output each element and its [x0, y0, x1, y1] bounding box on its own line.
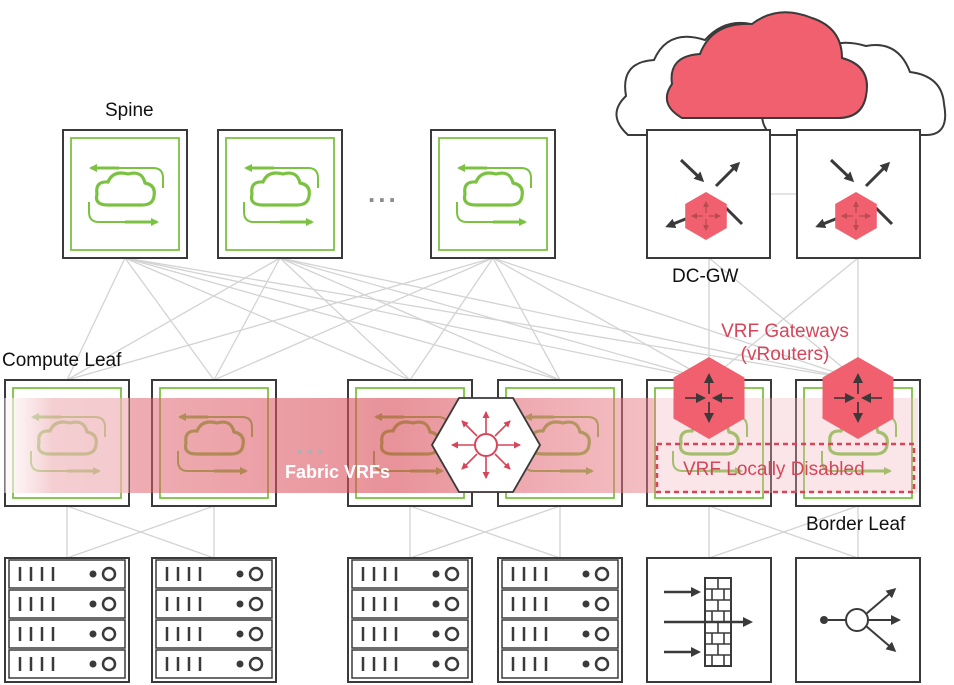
server-rack: [497, 557, 623, 683]
spine-switch: [217, 129, 343, 259]
cloud-icon: [615, 11, 947, 136]
load-balancer-icon: [795, 557, 921, 683]
vrf-locally-disabled-label: VRF Locally Disabled: [683, 459, 865, 480]
server-rack: [4, 557, 130, 683]
fade-overlay: [5, 398, 129, 493]
spine-label: Spine: [105, 100, 154, 121]
spine-switch: [430, 129, 556, 259]
dc-gw-label: DC-GW: [672, 266, 739, 287]
vrf-gateways-line1: VRF Gateways: [721, 321, 849, 342]
vrf-gateways-label: VRF Gateways (vRouters): [700, 320, 870, 366]
leaf-endpoint-links: [66, 505, 859, 559]
vrf-disabled-box: [655, 442, 916, 494]
firewall-icon: [646, 557, 772, 683]
dc-gw-router: [796, 129, 921, 259]
spine-switch: [62, 129, 188, 259]
fabric-vrfs-label: Fabric VRFs: [285, 462, 391, 482]
dc-gw-router: [646, 129, 771, 259]
border-leaf-label: Border Leaf: [806, 514, 906, 535]
vrf-gateways-line2: (vRouters): [740, 344, 830, 365]
spine-ellipsis: ...: [368, 178, 399, 208]
compute-leaf-label: Compute Leaf: [2, 350, 122, 371]
server-rack: [347, 557, 473, 683]
server-rack: [151, 557, 277, 683]
spine-leaf-links: [66, 257, 859, 381]
vrf-hub-icon: [430, 397, 542, 493]
leaf-ellipsis: ...: [296, 430, 327, 460]
